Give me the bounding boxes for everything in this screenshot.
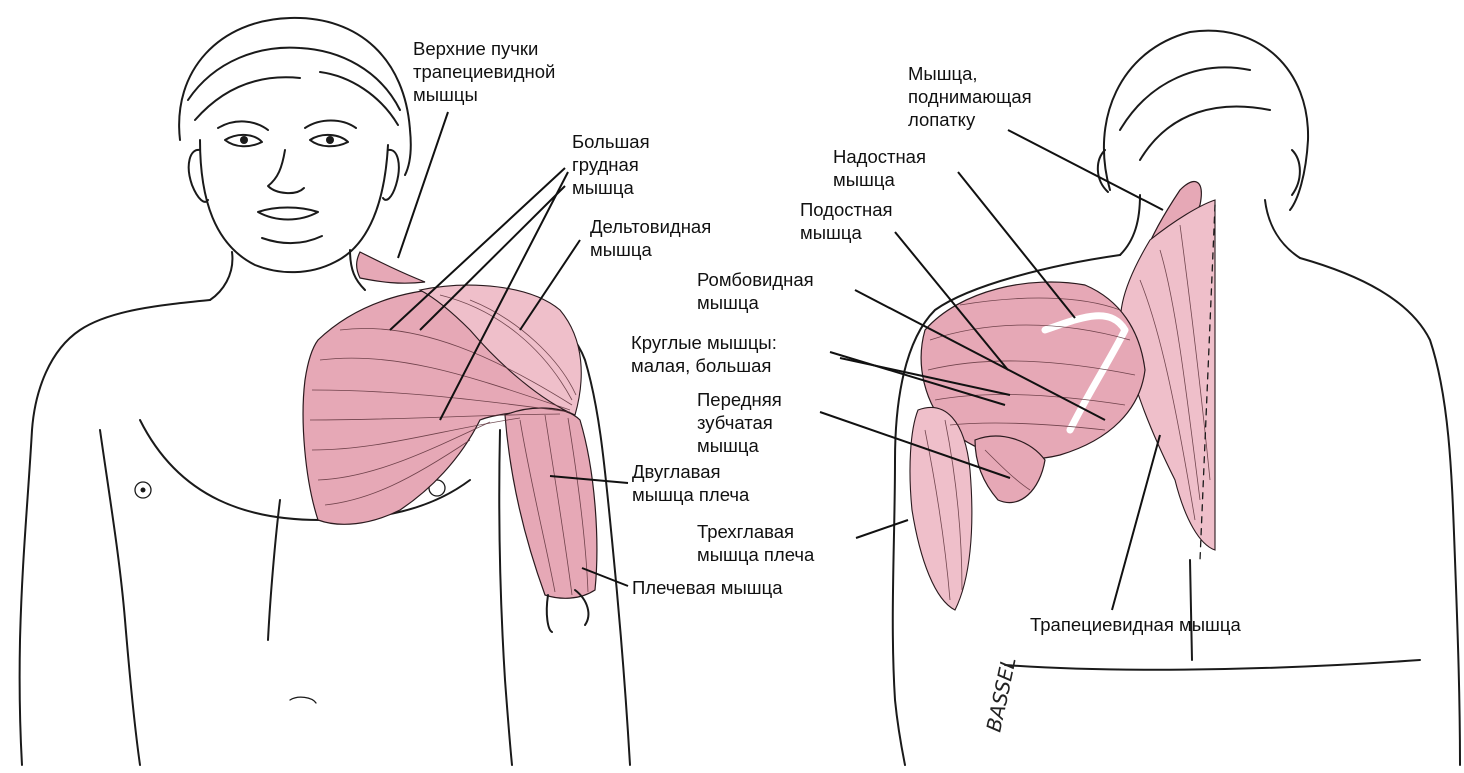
- front-hair: [179, 18, 411, 175]
- back-figure: [893, 31, 1460, 765]
- front-biceps: [505, 408, 597, 598]
- leader-levator: [1008, 130, 1163, 210]
- front-figure: [20, 18, 630, 765]
- front-upper-trapezius: [357, 252, 425, 283]
- leader-trapezius: [1112, 435, 1160, 610]
- label-deltoid: Дельтовидная мышца: [590, 215, 711, 261]
- label-teres: Круглые мышцы: малая, большая: [631, 331, 777, 377]
- back-triceps: [910, 408, 972, 611]
- leader-upper-trapezius: [398, 112, 448, 258]
- label-serratus-anterior: Передняя зубчатая мышца: [697, 388, 782, 457]
- label-pectoralis-major: Большая грудная мышца: [572, 130, 650, 199]
- front-face: [189, 140, 399, 272]
- label-triceps: Трехглавая мышца плеча: [697, 520, 814, 566]
- back-head: [1098, 31, 1308, 210]
- artist-signature: BASSEL: [981, 655, 1020, 734]
- label-rhomboid: Ромбовидная мышца: [697, 268, 814, 314]
- label-upper-trapezius: Верхние пучки трапециевидной мышцы: [413, 37, 555, 106]
- front-eyes: [218, 121, 356, 147]
- label-levator-scapulae: Мышца, поднимающая лопатку: [908, 62, 1032, 131]
- label-brachialis: Плечевая мышца: [632, 576, 783, 599]
- leader-triceps: [856, 520, 908, 538]
- label-supraspinatus: Надостная мышца: [833, 145, 926, 191]
- label-trapezius: Трапециевидная мышца: [1030, 613, 1241, 636]
- label-infraspinatus: Подостная мышца: [800, 198, 893, 244]
- label-biceps: Двуглавая мышца плеча: [632, 460, 749, 506]
- front-nose-mouth: [258, 150, 322, 243]
